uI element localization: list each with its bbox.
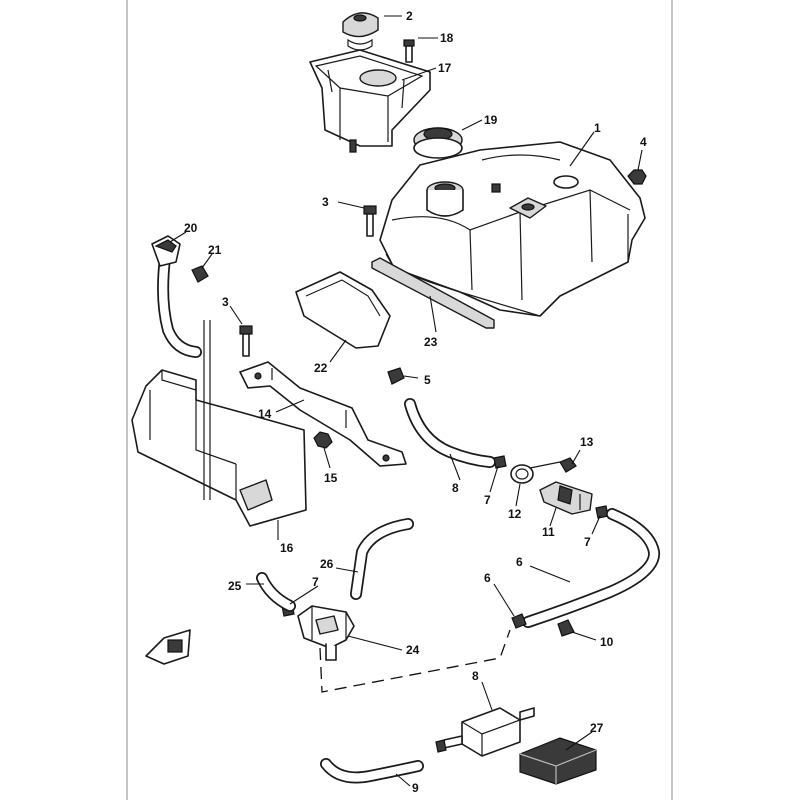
- callout-18: 18: [440, 31, 454, 45]
- callout-26: 26: [320, 557, 334, 571]
- callout-10: 10: [600, 635, 614, 649]
- callout-6-lower: 6: [484, 571, 491, 585]
- callout-17: 17: [438, 61, 452, 75]
- callout-20: 20: [184, 221, 198, 235]
- callout-4: 4: [640, 135, 647, 149]
- part-bolt-3-lower: [239, 325, 253, 357]
- part-clip-6: [511, 613, 527, 629]
- callout-25: 25: [228, 579, 242, 593]
- part-clip-7-b: [595, 505, 609, 519]
- part-hose-9: [320, 758, 424, 784]
- front-arrow-icon: [145, 629, 191, 665]
- part-tank-strap: [371, 257, 495, 329]
- part-nut-4: [627, 169, 647, 185]
- part-filler-tray: [309, 49, 431, 153]
- callout-6-upper: 6: [516, 555, 523, 569]
- callout-19: 19: [484, 113, 498, 127]
- part-frame-bracket: [239, 361, 407, 467]
- part-bolt-18: [403, 39, 415, 63]
- callout-3-upper: 3: [322, 195, 329, 209]
- part-clamp-21: [191, 265, 209, 283]
- part-bolt-13: [559, 457, 577, 473]
- callout-8-upper: 8: [452, 481, 459, 495]
- part-filler-tube: [151, 235, 202, 358]
- callout-1: 1: [594, 121, 601, 135]
- part-clip-canister: [435, 739, 447, 753]
- part-clamp-10: [557, 619, 575, 637]
- part-hose-6: [522, 508, 661, 628]
- callout-2: 2: [406, 9, 413, 23]
- part-hose-25: [256, 572, 296, 612]
- part-panel-box: [131, 320, 307, 527]
- part-bolt-3-upper: [363, 205, 377, 237]
- callout-8-lower: 8: [472, 669, 479, 683]
- callout-23: 23: [424, 335, 438, 349]
- callout-7-c: 7: [312, 575, 319, 589]
- part-clip-5: [387, 367, 405, 385]
- callout-5: 5: [424, 373, 431, 387]
- callout-11: 11: [542, 525, 555, 539]
- callout-7-a: 7: [484, 493, 491, 507]
- part-fuel-tank: [379, 141, 646, 317]
- callout-3-lower: 3: [222, 295, 229, 309]
- callout-22: 22: [314, 361, 328, 375]
- callout-16: 16: [280, 541, 294, 555]
- callout-27: 27: [590, 721, 604, 735]
- part-grommet: [413, 127, 463, 159]
- part-fuel-valve: [297, 605, 355, 661]
- callout-9: 9: [412, 781, 419, 795]
- part-pad: [295, 271, 391, 349]
- part-hose-26: [350, 518, 414, 600]
- callout-21: 21: [208, 243, 222, 257]
- callout-7-b: 7: [584, 535, 591, 549]
- part-canister: [443, 707, 535, 757]
- assembly-dashed-line: [319, 629, 511, 693]
- leader-lines: [169, 15, 643, 787]
- part-bracket-12: [510, 461, 561, 484]
- part-hose-8-upper: [404, 398, 496, 468]
- part-fuel-cap: [342, 12, 379, 51]
- callout-12: 12: [508, 507, 522, 521]
- part-box-27: [519, 737, 597, 785]
- callout-14: 14: [258, 407, 272, 421]
- callout-labels: 2 18 17 19 1 4 3 20 21 3 22 23 5 14 15 1…: [184, 9, 647, 795]
- part-fuel-filter: [539, 481, 593, 515]
- part-clip-7-a: [493, 455, 507, 469]
- callout-15: 15: [324, 471, 338, 485]
- callout-24: 24: [406, 643, 420, 657]
- part-nut-15: [313, 431, 333, 449]
- callout-13: 13: [580, 435, 594, 449]
